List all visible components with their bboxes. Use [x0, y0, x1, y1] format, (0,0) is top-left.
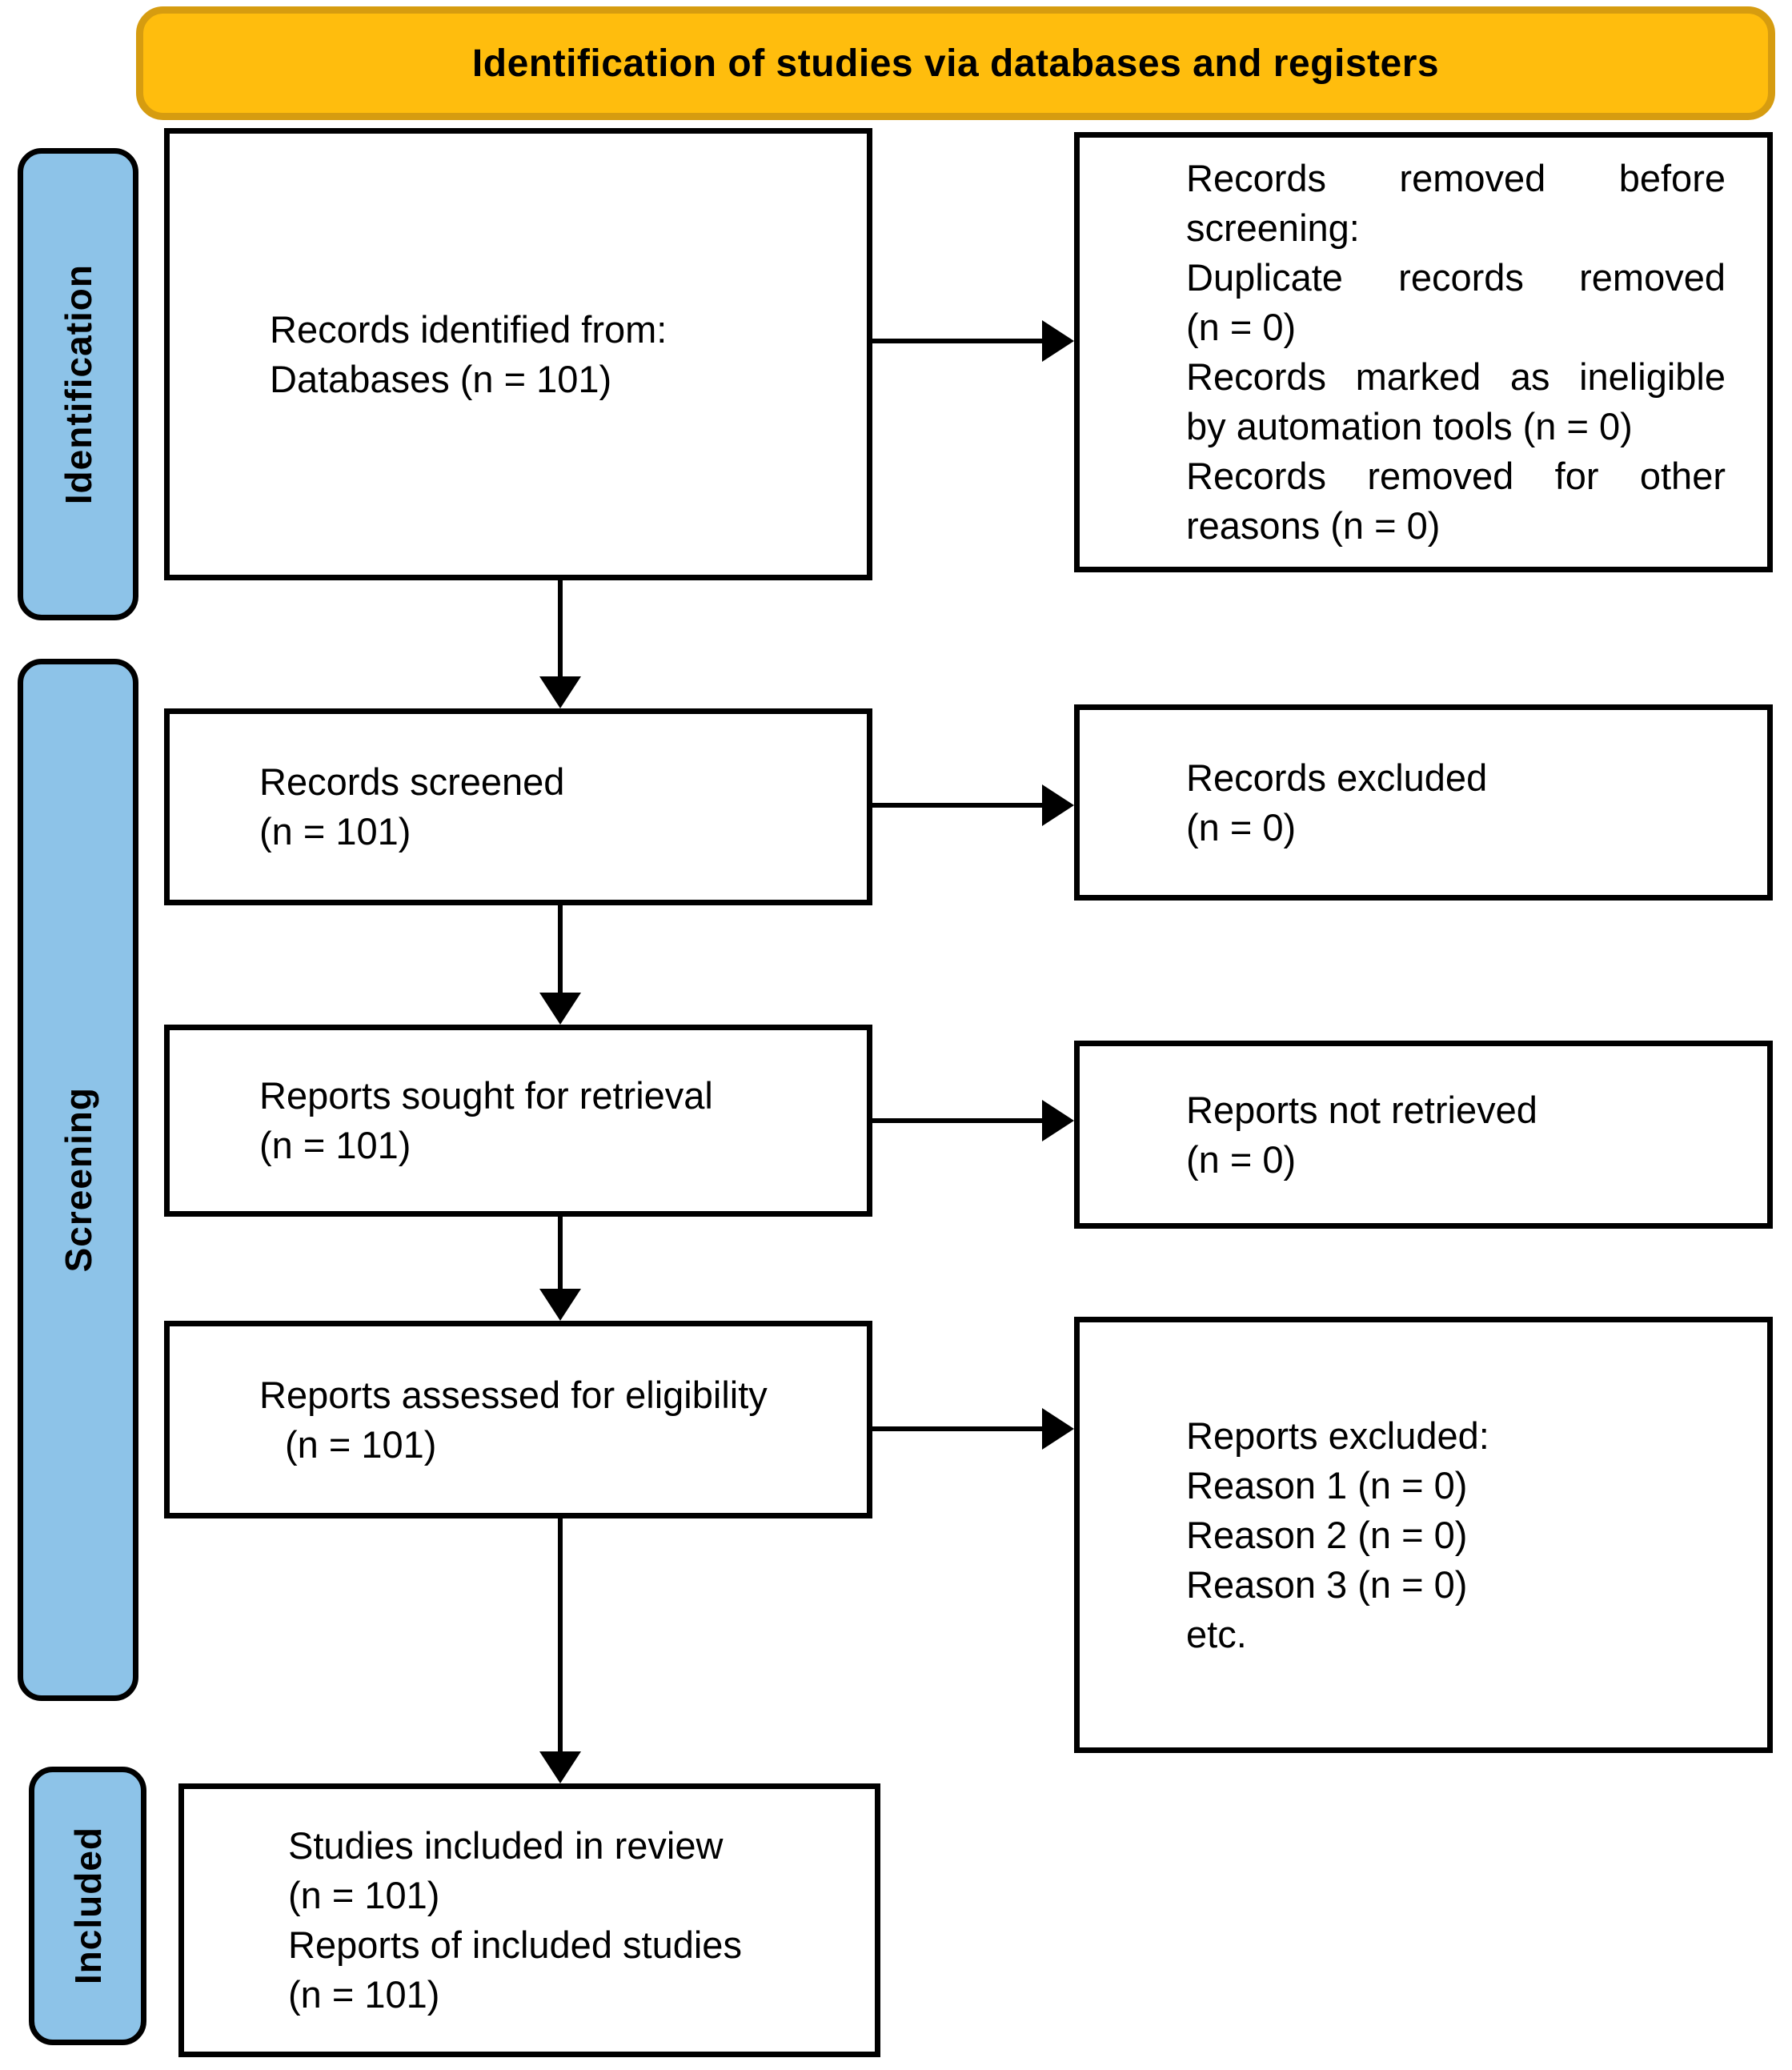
box-text-line: Reason 1 (n = 0) — [1186, 1463, 1468, 1506]
arrow-right-icon — [1042, 320, 1074, 362]
arrow-line — [558, 1518, 563, 1753]
box-records-screened: Records screened (n = 101) — [164, 708, 872, 905]
arrow-line — [558, 1217, 563, 1290]
box-text-line: Records identified from: — [270, 307, 667, 351]
stage-label-identification: Identification — [57, 263, 99, 505]
arrow-line — [558, 905, 563, 994]
stage-label-included: Included — [66, 1827, 109, 1985]
box-text-line: Databases (n = 101) — [270, 357, 612, 400]
box-reports-excluded: Reports excluded: Reason 1 (n = 0) Reaso… — [1074, 1317, 1773, 1753]
arrow-down-icon — [539, 676, 581, 708]
box-records-excluded: Records excluded (n = 0) — [1074, 704, 1773, 901]
box-reports-assessed: Reports assessed for eligibility (n = 10… — [164, 1321, 872, 1518]
box-records-identified: Records identified from: Databases (n = … — [164, 128, 872, 580]
arrow-right-icon — [1042, 1100, 1074, 1141]
box-text-line: (n = 101) — [259, 810, 411, 852]
box-text-line: Records screened — [259, 760, 565, 803]
box-text-line: by automation tools (n = 0) — [1186, 405, 1633, 447]
box-text-line: reasons (n = 0) — [1186, 504, 1441, 547]
arrow-right-icon — [1042, 1408, 1074, 1450]
box-text-line: Records removed for other — [1186, 455, 1726, 497]
box-text-line: etc. — [1186, 1612, 1247, 1655]
box-text-line: Reports sought for retrieval — [259, 1074, 713, 1117]
box-reports-not-retrieved: Reports not retrieved (n = 0) — [1074, 1041, 1773, 1229]
box-text-line: Reports excluded: — [1186, 1414, 1489, 1457]
stage-label-screening: Screening — [57, 1087, 99, 1273]
stage-tab-screening: Screening — [18, 659, 138, 1701]
box-text-line: Reports assessed for eligibility — [259, 1373, 768, 1416]
box-text-line: Reports of included studies — [288, 1924, 742, 1966]
arrow-down-icon — [539, 993, 581, 1025]
header-banner: Identification of studies via databases … — [136, 6, 1775, 120]
box-text-line: (n = 0) — [1186, 1137, 1297, 1181]
box-text-line: Studies included in review — [288, 1824, 724, 1867]
box-text-line: Reports not retrieved — [1186, 1088, 1537, 1131]
box-text-line: Reason 2 (n = 0) — [1186, 1513, 1468, 1556]
stage-tab-included: Included — [29, 1767, 146, 2045]
box-text-line: Records removed before — [1186, 157, 1726, 199]
box-text-line: (n = 101) — [285, 1422, 437, 1466]
arrow-line — [558, 580, 563, 678]
box-text-line: Records marked as ineligible — [1186, 355, 1726, 398]
arrow-line — [872, 803, 1045, 808]
box-text-line: Duplicate records removed — [1186, 256, 1726, 299]
box-text-line: Records excluded — [1186, 756, 1488, 799]
arrow-line — [872, 1118, 1045, 1123]
box-reports-sought: Reports sought for retrieval (n = 101) — [164, 1025, 872, 1217]
box-text-line: (n = 101) — [288, 1973, 440, 2016]
diagram-title: Identification of studies via databases … — [471, 42, 1440, 85]
box-text-line: (n = 101) — [288, 1874, 440, 1916]
box-records-removed: Records removed before screening: Duplic… — [1074, 132, 1773, 572]
arrow-right-icon — [1042, 784, 1074, 826]
box-text-line: Reason 3 (n = 0) — [1186, 1563, 1468, 1606]
arrow-down-icon — [539, 1289, 581, 1321]
box-text-line: screening: — [1186, 207, 1360, 249]
stage-tab-identification: Identification — [18, 148, 138, 620]
arrow-down-icon — [539, 1751, 581, 1783]
box-text-line: (n = 0) — [1186, 805, 1297, 848]
box-text-line: (n = 101) — [259, 1124, 411, 1166]
box-studies-included: Studies included in review (n = 101) Rep… — [178, 1783, 880, 2057]
arrow-line — [872, 339, 1045, 343]
box-text-line: (n = 0) — [1186, 306, 1297, 348]
arrow-line — [872, 1426, 1045, 1431]
